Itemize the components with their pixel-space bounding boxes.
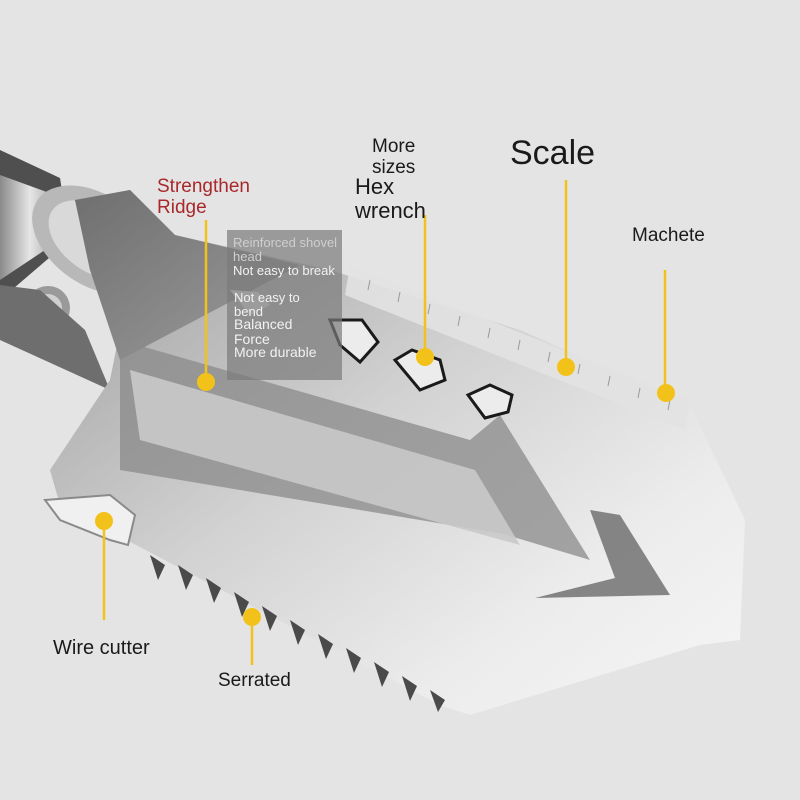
feature-item: Not easy to bend xyxy=(234,290,300,319)
callout-lines xyxy=(102,180,667,665)
blade xyxy=(43,190,745,715)
feature-box xyxy=(227,230,342,380)
feature-item: Balanced Force xyxy=(234,316,293,347)
feature-item: Not easy to break xyxy=(233,263,335,278)
hex-wrench-label: Hex wrench xyxy=(355,174,426,223)
serrated-edge xyxy=(150,555,445,712)
machete-label: Machete xyxy=(632,225,705,246)
callout-dots xyxy=(95,348,675,626)
feature-item: Reinforced shovel head xyxy=(233,235,338,264)
strengthen-ridge-label: Strengthen Ridge xyxy=(157,176,250,218)
more-sizes-label: More sizes xyxy=(372,136,416,178)
feature-item: More durable xyxy=(234,344,317,360)
serrated-label: Serrated xyxy=(218,670,291,691)
scale-label: Scale xyxy=(510,134,596,172)
wire-cutter-label: Wire cutter xyxy=(53,637,150,659)
